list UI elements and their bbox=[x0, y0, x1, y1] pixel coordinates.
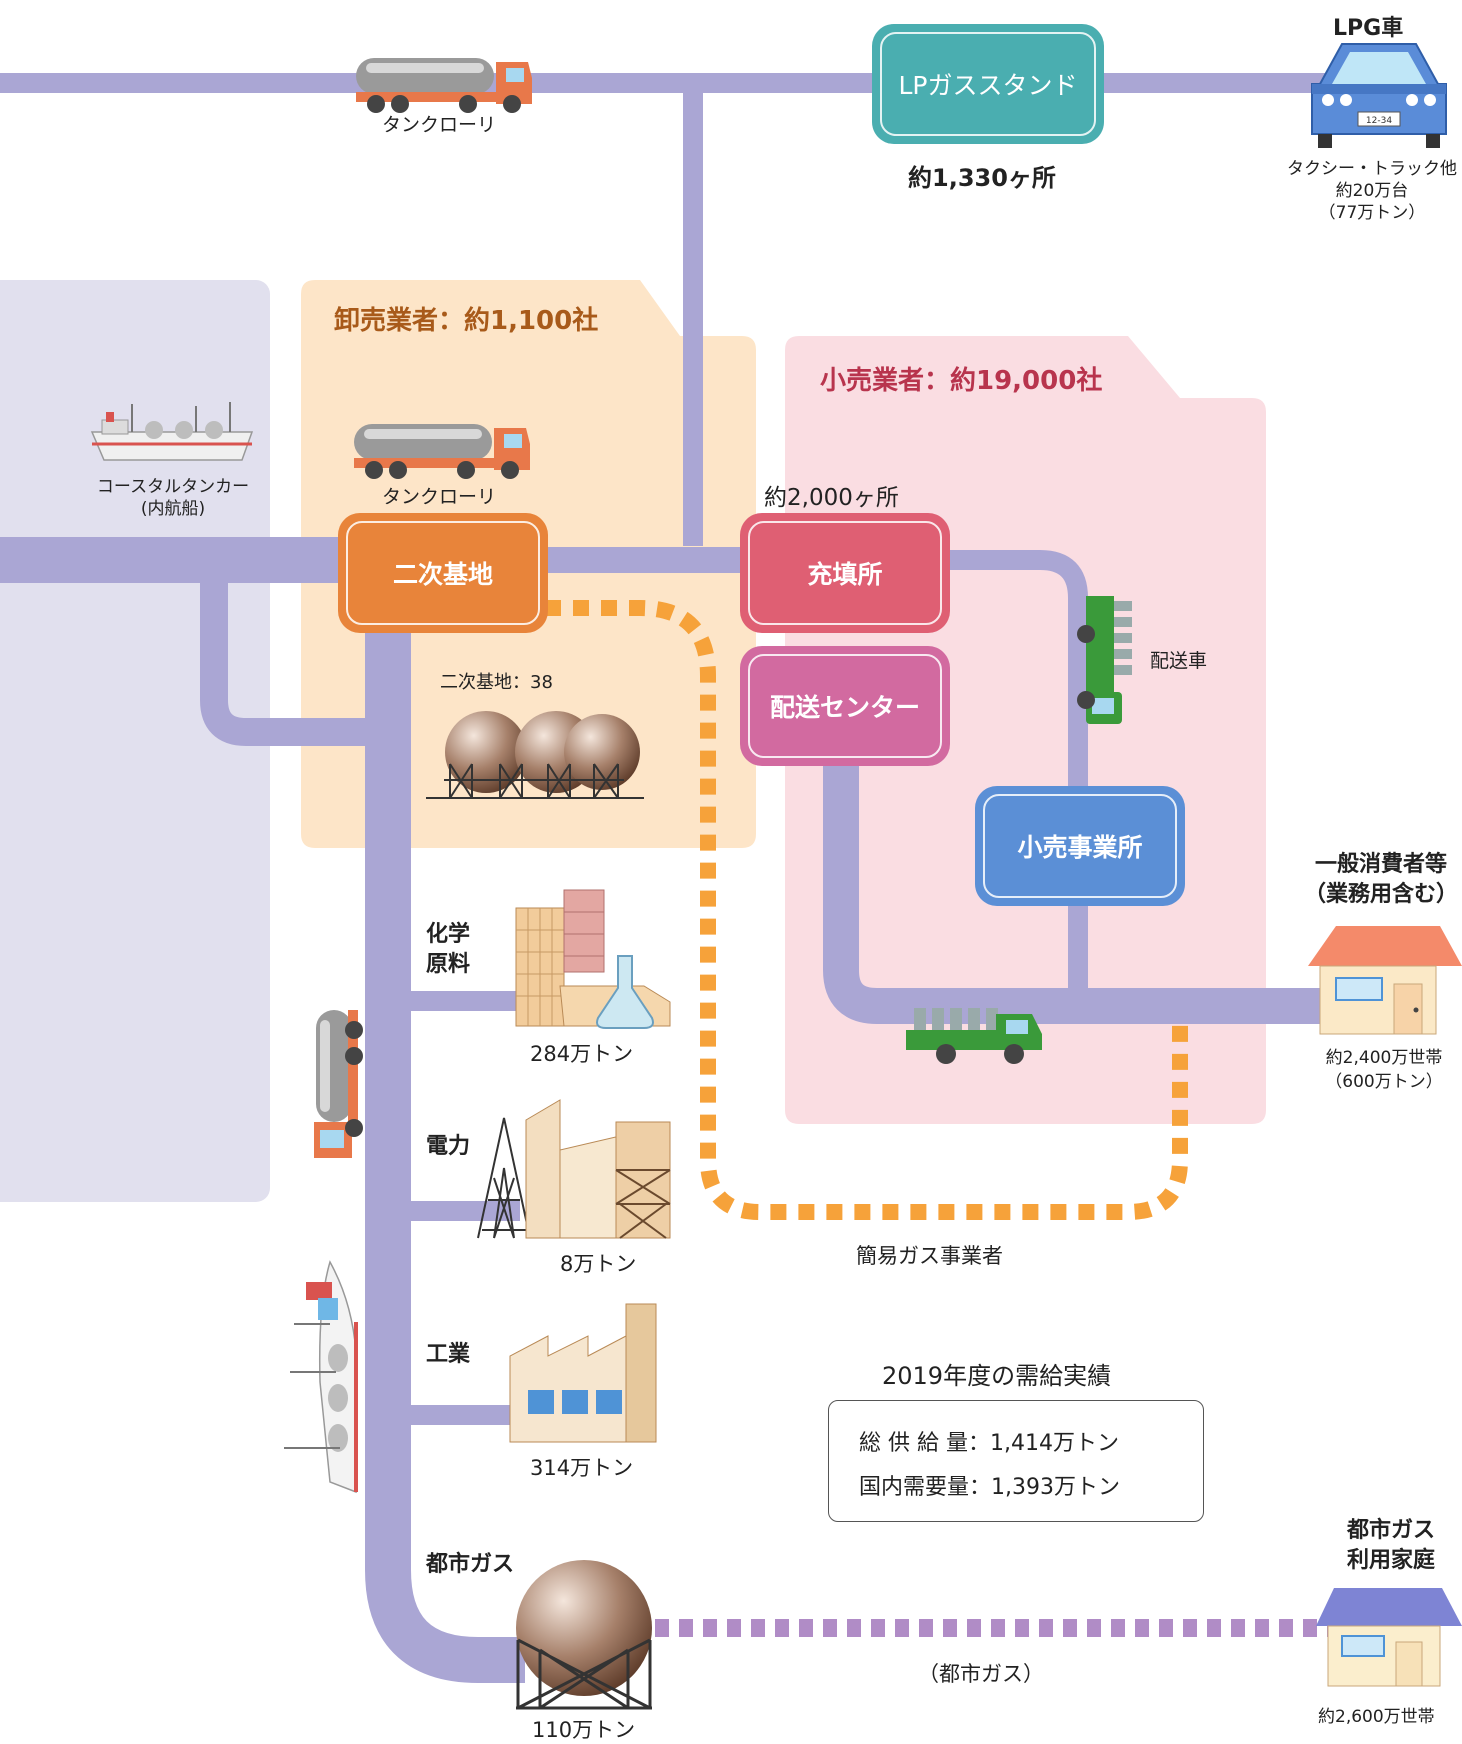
lpg-car-desc-line1: タクシー・トラック他 bbox=[1287, 159, 1457, 179]
factory-icon bbox=[509, 1303, 657, 1443]
city-gas-amount: 110万トン bbox=[532, 1718, 636, 1742]
city-gas-home-title: 都市ガス 利用家庭 bbox=[1320, 1516, 1462, 1576]
general-consumer-title-line2: （業務用含む） bbox=[1303, 882, 1458, 907]
wholesale-tanker-label: タンクローリ bbox=[382, 486, 497, 508]
chemical-plant-icon bbox=[515, 889, 671, 1029]
city-gas-line-label: （都市ガス） bbox=[918, 1662, 1044, 1686]
delivery-center-box[interactable]: 配送センター bbox=[740, 646, 950, 766]
filling-station-count: 約2,000ヶ所 bbox=[764, 485, 899, 511]
industry-amount: 314万トン bbox=[530, 1456, 634, 1480]
summary-supply-label: 総 供 給 量： bbox=[859, 1431, 990, 1456]
delivery-truck-label: 配送車 bbox=[1150, 650, 1208, 672]
retail-office-box[interactable]: 小売事業所 bbox=[975, 786, 1185, 906]
secondary-base-label: 二次基地 bbox=[392, 560, 493, 589]
power-plant-icon bbox=[477, 1099, 671, 1239]
summary-title: 2019年度の需給実績 bbox=[882, 1362, 1112, 1390]
summary-supply-value: 1,414万トン bbox=[989, 1431, 1119, 1456]
import-region bbox=[0, 280, 270, 1202]
pipe-network bbox=[0, 73, 1330, 1683]
coastal-tanker-label: コースタルタンカー (内航船) bbox=[88, 476, 258, 520]
chemical-label: 化学 原料 bbox=[426, 920, 470, 980]
lpg-car-desc-line3: （77万トン） bbox=[1318, 203, 1426, 223]
summary-demand-value: 1,393万トン bbox=[991, 1475, 1120, 1500]
general-consumer-desc: 約2,400万世帯 （600万トン） bbox=[1306, 1046, 1462, 1094]
gas-holder-icon bbox=[516, 1560, 652, 1710]
summary-box: 総 供 給 量：1,414万トン 国内需要量：1,393万トン bbox=[828, 1400, 1204, 1522]
city-gas-label: 都市ガス bbox=[426, 1552, 515, 1577]
delivery-center-label: 配送センター bbox=[769, 693, 920, 722]
filling-station-label: 充填所 bbox=[807, 560, 883, 589]
city-gas-home-desc: 約2,600万世帯 bbox=[1318, 1707, 1435, 1727]
top-tanker-label: タンクローリ bbox=[382, 114, 497, 136]
tanker-truck-icon bbox=[354, 424, 530, 479]
lpg-car-plate: 12-34 bbox=[1366, 116, 1392, 126]
coastal-tanker-sub: (内航船) bbox=[140, 499, 206, 519]
secondary-base-box[interactable]: 二次基地 bbox=[338, 513, 548, 633]
lpg-stand-label: LPガススタンド bbox=[898, 71, 1078, 100]
wholesale-title: 卸売業者：約1,100社 bbox=[334, 306, 599, 336]
filling-station-box[interactable]: 充填所 bbox=[740, 513, 950, 633]
delivery-truck-vertical-icon bbox=[1077, 596, 1132, 724]
vertical-tanker-truck-icon bbox=[314, 1010, 363, 1158]
city-gas-house-icon bbox=[1316, 1588, 1462, 1687]
coastal-tanker-name: コースタルタンカー bbox=[96, 477, 250, 497]
delivery-truck-icon bbox=[906, 1008, 1042, 1064]
tanker-truck-icon bbox=[356, 58, 532, 113]
chemical-amount: 284万トン bbox=[530, 1042, 634, 1066]
secondary-base-count: 二次基地：38 bbox=[440, 672, 553, 693]
coastal-tanker-icon bbox=[90, 402, 254, 461]
summary-demand-label: 国内需要量： bbox=[859, 1475, 992, 1500]
general-consumer-title-line1: 一般消費者等 bbox=[1314, 852, 1447, 877]
storage-tanks-icon bbox=[426, 711, 644, 799]
ocean-tanker-icon bbox=[284, 1260, 358, 1494]
city-gas-home-title-line2: 利用家庭 bbox=[1346, 1548, 1435, 1573]
summary-demand-row: 国内需要量：1,393万トン bbox=[859, 1469, 1120, 1501]
lpg-car-desc: タクシー・トラック他 約20万台 （77万トン） bbox=[1282, 158, 1462, 224]
chemical-label-line1: 化学 bbox=[426, 922, 471, 947]
summary-supply-row: 総 供 給 量：1,414万トン bbox=[859, 1425, 1119, 1457]
general-consumer-title: 一般消費者等 （業務用含む） bbox=[1300, 850, 1462, 910]
chemical-label-line2: 原料 bbox=[426, 952, 471, 977]
general-consumer-house-icon bbox=[1308, 926, 1462, 1035]
general-consumer-desc-line1: 約2,400万世帯 bbox=[1325, 1048, 1443, 1068]
lpg-stand-box[interactable]: LPガススタンド bbox=[872, 24, 1104, 144]
lpg-car-desc-line2: 約20万台 bbox=[1335, 181, 1409, 201]
power-amount: 8万トン bbox=[560, 1252, 637, 1276]
industry-label: 工業 bbox=[426, 1342, 471, 1367]
city-gas-home-title-line1: 都市ガス bbox=[1346, 1518, 1435, 1543]
retail-title: 小売業者：約19,000社 bbox=[820, 366, 1103, 396]
power-label: 電力 bbox=[426, 1134, 471, 1159]
retail-office-label: 小売事業所 bbox=[1017, 833, 1143, 862]
simple-gas-label: 簡易ガス事業者 bbox=[856, 1244, 1003, 1268]
simple-gas-dashed-line bbox=[545, 600, 1188, 1220]
lpg-car-icon: 12-34 bbox=[1311, 43, 1447, 148]
lpg-car-title: LPG車 bbox=[1333, 16, 1404, 41]
lpg-stand-count: 約1,330ヶ所 bbox=[908, 164, 1056, 192]
general-consumer-desc-line2: （600万トン） bbox=[1325, 1072, 1443, 1092]
